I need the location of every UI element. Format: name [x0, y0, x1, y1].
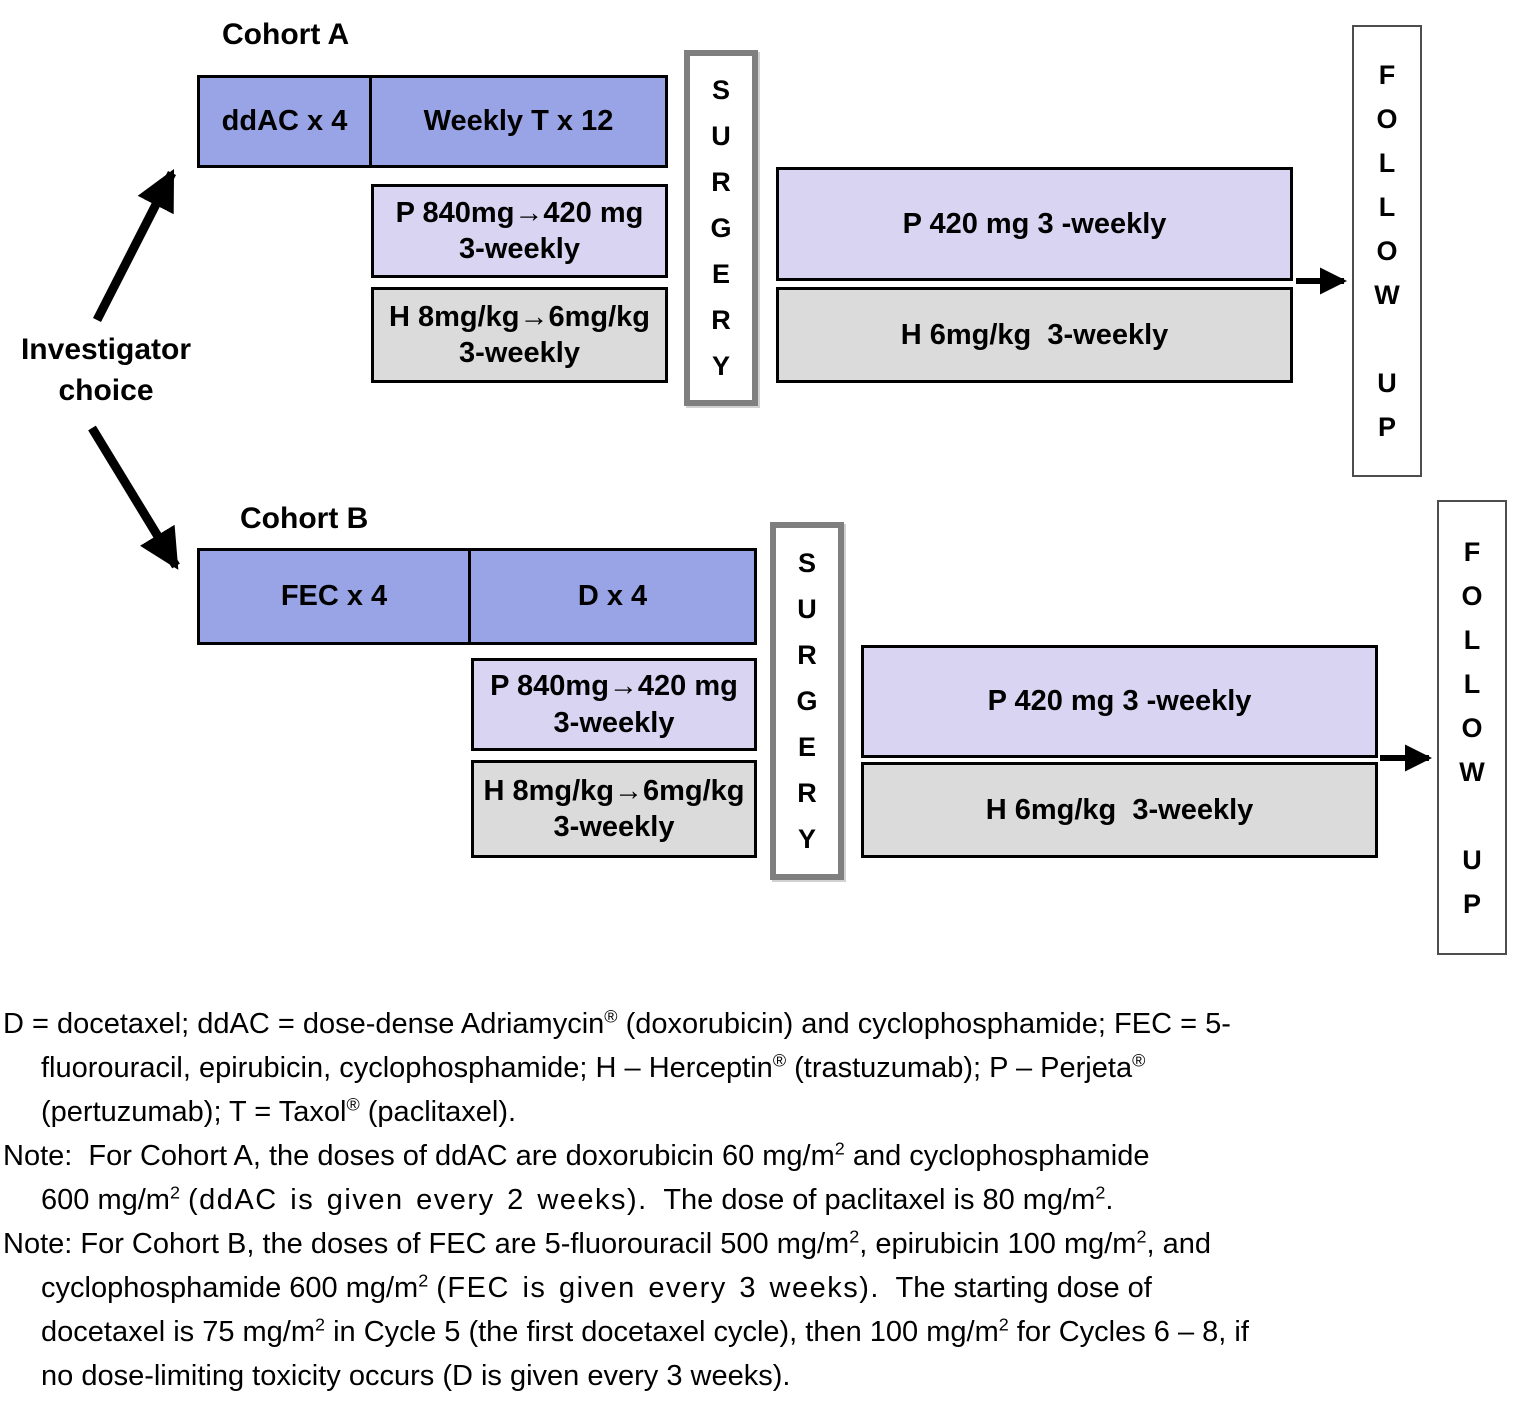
cohortA-title: Cohort A [222, 18, 350, 51]
footnote-line: fluorouracil, epirubicin, cyclophosphami… [41, 1050, 1146, 1084]
cohortB-pertuzumab-post-box: P 420 mg 3 -weekly [861, 645, 1378, 758]
footnote-line: Note: For Cohort B, the doses of FEC are… [3, 1226, 1211, 1260]
cohortB-trastuzumab-loading-box: H 8mg/kg→6mg/kg 3-weekly [471, 760, 757, 858]
cohortB-surgery-box: S U R G E R Y [770, 522, 844, 880]
footnote-line: D = docetaxel; ddAC = dose-dense Adriamy… [3, 1006, 1231, 1040]
cohortA-surgery-box: S U R G E R Y [684, 50, 758, 406]
cohortB-title: Cohort B [240, 502, 369, 535]
footnote-line: cyclophosphamide 600 mg/m2 (FEC is given… [41, 1270, 1152, 1304]
cohortA-trastuzumab-loading-box: H 8mg/kg→6mg/kg 3-weekly [371, 287, 668, 383]
footnotes: D = docetaxel; ddAC = dose-dense Adriamy… [3, 1002, 1527, 1398]
cohortA-chemo-row: ddAC x 4 Weekly T x 12 [197, 75, 668, 168]
cohortA-pertuzumab-loading-box: P 840mg→420 mg 3-weekly [371, 184, 668, 278]
cohortB-pertuzumab-loading-box: P 840mg→420 mg 3-weekly [471, 658, 757, 751]
cohortA-ddac-box: ddAC x 4 [197, 75, 372, 168]
footnote-line: no dose-limiting toxicity occurs (D is g… [41, 1360, 791, 1392]
cohortA-trastuzumab-post-box: H 6mg/kg 3-weekly [776, 287, 1293, 383]
footnote-line: (pertuzumab); T = Taxol® (paclitaxel). [41, 1094, 517, 1128]
cohortB-followup-box: F O L L O W U P [1437, 500, 1507, 955]
cohortB-trastuzumab-post-box: H 6mg/kg 3-weekly [861, 762, 1378, 858]
cohortB-chemo-row: FEC x 4 D x 4 [197, 548, 757, 645]
cohortA-followup-box: F O L L O W U P [1352, 25, 1422, 477]
cohortA-weekly-taxol-box: Weekly T x 12 [369, 75, 668, 168]
footnote-line: 600 mg/m2 (ddAC is given every 2 weeks).… [41, 1182, 1114, 1216]
investigator-to-cohortA-arrow [92, 168, 177, 323]
investigator-to-cohortB-arrow [88, 425, 180, 570]
investigator-choice-label: Investigator choice [20, 333, 192, 407]
cohortA-pertuzumab-post-box: P 420 mg 3 -weekly [776, 167, 1293, 281]
footnote-line: Note: For Cohort A, the doses of ddAC ar… [3, 1138, 1150, 1172]
cohortB-fec-box: FEC x 4 [197, 548, 471, 645]
footnote-line: docetaxel is 75 mg/m2 in Cycle 5 (the fi… [41, 1314, 1249, 1348]
cohortB-docetaxel-box: D x 4 [468, 548, 757, 645]
